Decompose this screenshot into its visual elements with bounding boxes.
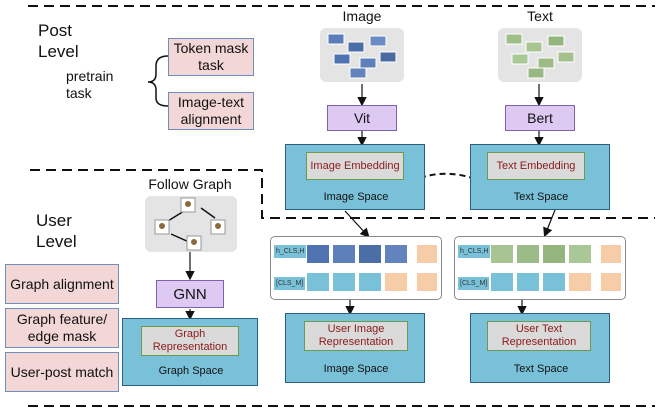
text-token-row-icon — [491, 245, 621, 291]
txt-cls-token: h_CLS,H — [458, 245, 491, 258]
task-graph-alignment: Graph alignment — [5, 264, 119, 304]
user-level-label: User Level — [36, 210, 77, 252]
txt-cls-m-token: [CLS_M] — [458, 277, 490, 290]
pretrain-line2: task — [66, 85, 92, 101]
text-embedding: Text Embedding — [487, 152, 585, 180]
task-token-mask: Token mask task — [168, 38, 254, 76]
follow-graph-thumbnail — [145, 196, 237, 252]
user-image-space: User Image Representation Image Space — [285, 313, 425, 383]
user-level-line2: Level — [36, 232, 77, 251]
user-image-token-panel: h_CLS,H [CLS_M] — [270, 236, 442, 300]
text-header: Text — [527, 8, 553, 24]
task-image-text-alignment: Image-text alignment — [168, 92, 254, 130]
level-divider-dashed-line — [30, 169, 655, 219]
arrow-imgspace-to-panel — [344, 210, 370, 238]
graph-space-caption: Graph Space — [158, 365, 224, 377]
graph-representation: Graph Representation — [141, 326, 239, 356]
image-token-row-icon — [307, 245, 437, 291]
graph-space: Graph Representation Graph Space — [122, 318, 258, 386]
image-thumbnail-cluster — [320, 28, 404, 82]
vit-model: Vit — [327, 105, 397, 131]
follow-graph-header: Follow Graph — [148, 176, 232, 192]
pretrain-brace — [147, 55, 169, 107]
arrow-txtspace-to-panel — [543, 209, 556, 238]
user-image-space-caption: Image Space — [323, 363, 389, 375]
image-embedding: Image Embedding — [306, 152, 404, 180]
post-level-line2: Level — [38, 42, 79, 61]
user-level-line1: User — [36, 211, 72, 230]
graph-icon — [154, 197, 226, 251]
post-image-space: Image Embedding Image Space — [285, 144, 425, 210]
user-text-token-panel: h_CLS,H [CLS_M] — [454, 236, 626, 300]
post-text-space-caption: Text Space — [513, 191, 569, 203]
text-stack-icon — [505, 33, 575, 79]
post-level-label: Post Level — [38, 20, 79, 62]
post-text-space: Text Embedding Text Space — [470, 144, 610, 210]
bert-model: Bert — [505, 105, 575, 131]
user-image-representation: User Image Representation — [304, 321, 408, 351]
post-image-space-caption: Image Space — [323, 191, 389, 203]
post-level-line1: Post — [38, 21, 73, 40]
pretrain-task-label: pretrain task — [66, 68, 113, 102]
img-cls-m-token: [CLS_M] — [274, 277, 306, 290]
img-cls-token: h_CLS,H — [274, 245, 307, 258]
text-thumbnail-cluster — [498, 28, 582, 82]
task-graph-feature-edge-mask: Graph feature/ edge mask — [5, 308, 119, 348]
gnn-model: GNN — [156, 280, 224, 308]
user-text-representation: User Text Representation — [487, 321, 591, 351]
image-header: Image — [342, 8, 382, 24]
task-user-post-match: User-post match — [5, 352, 119, 392]
pretrain-line1: pretrain — [66, 68, 114, 84]
image-stack-icon — [327, 33, 397, 79]
user-text-space-caption: Text Space — [513, 363, 569, 375]
user-text-space: User Text Representation Text Space — [470, 313, 610, 383]
